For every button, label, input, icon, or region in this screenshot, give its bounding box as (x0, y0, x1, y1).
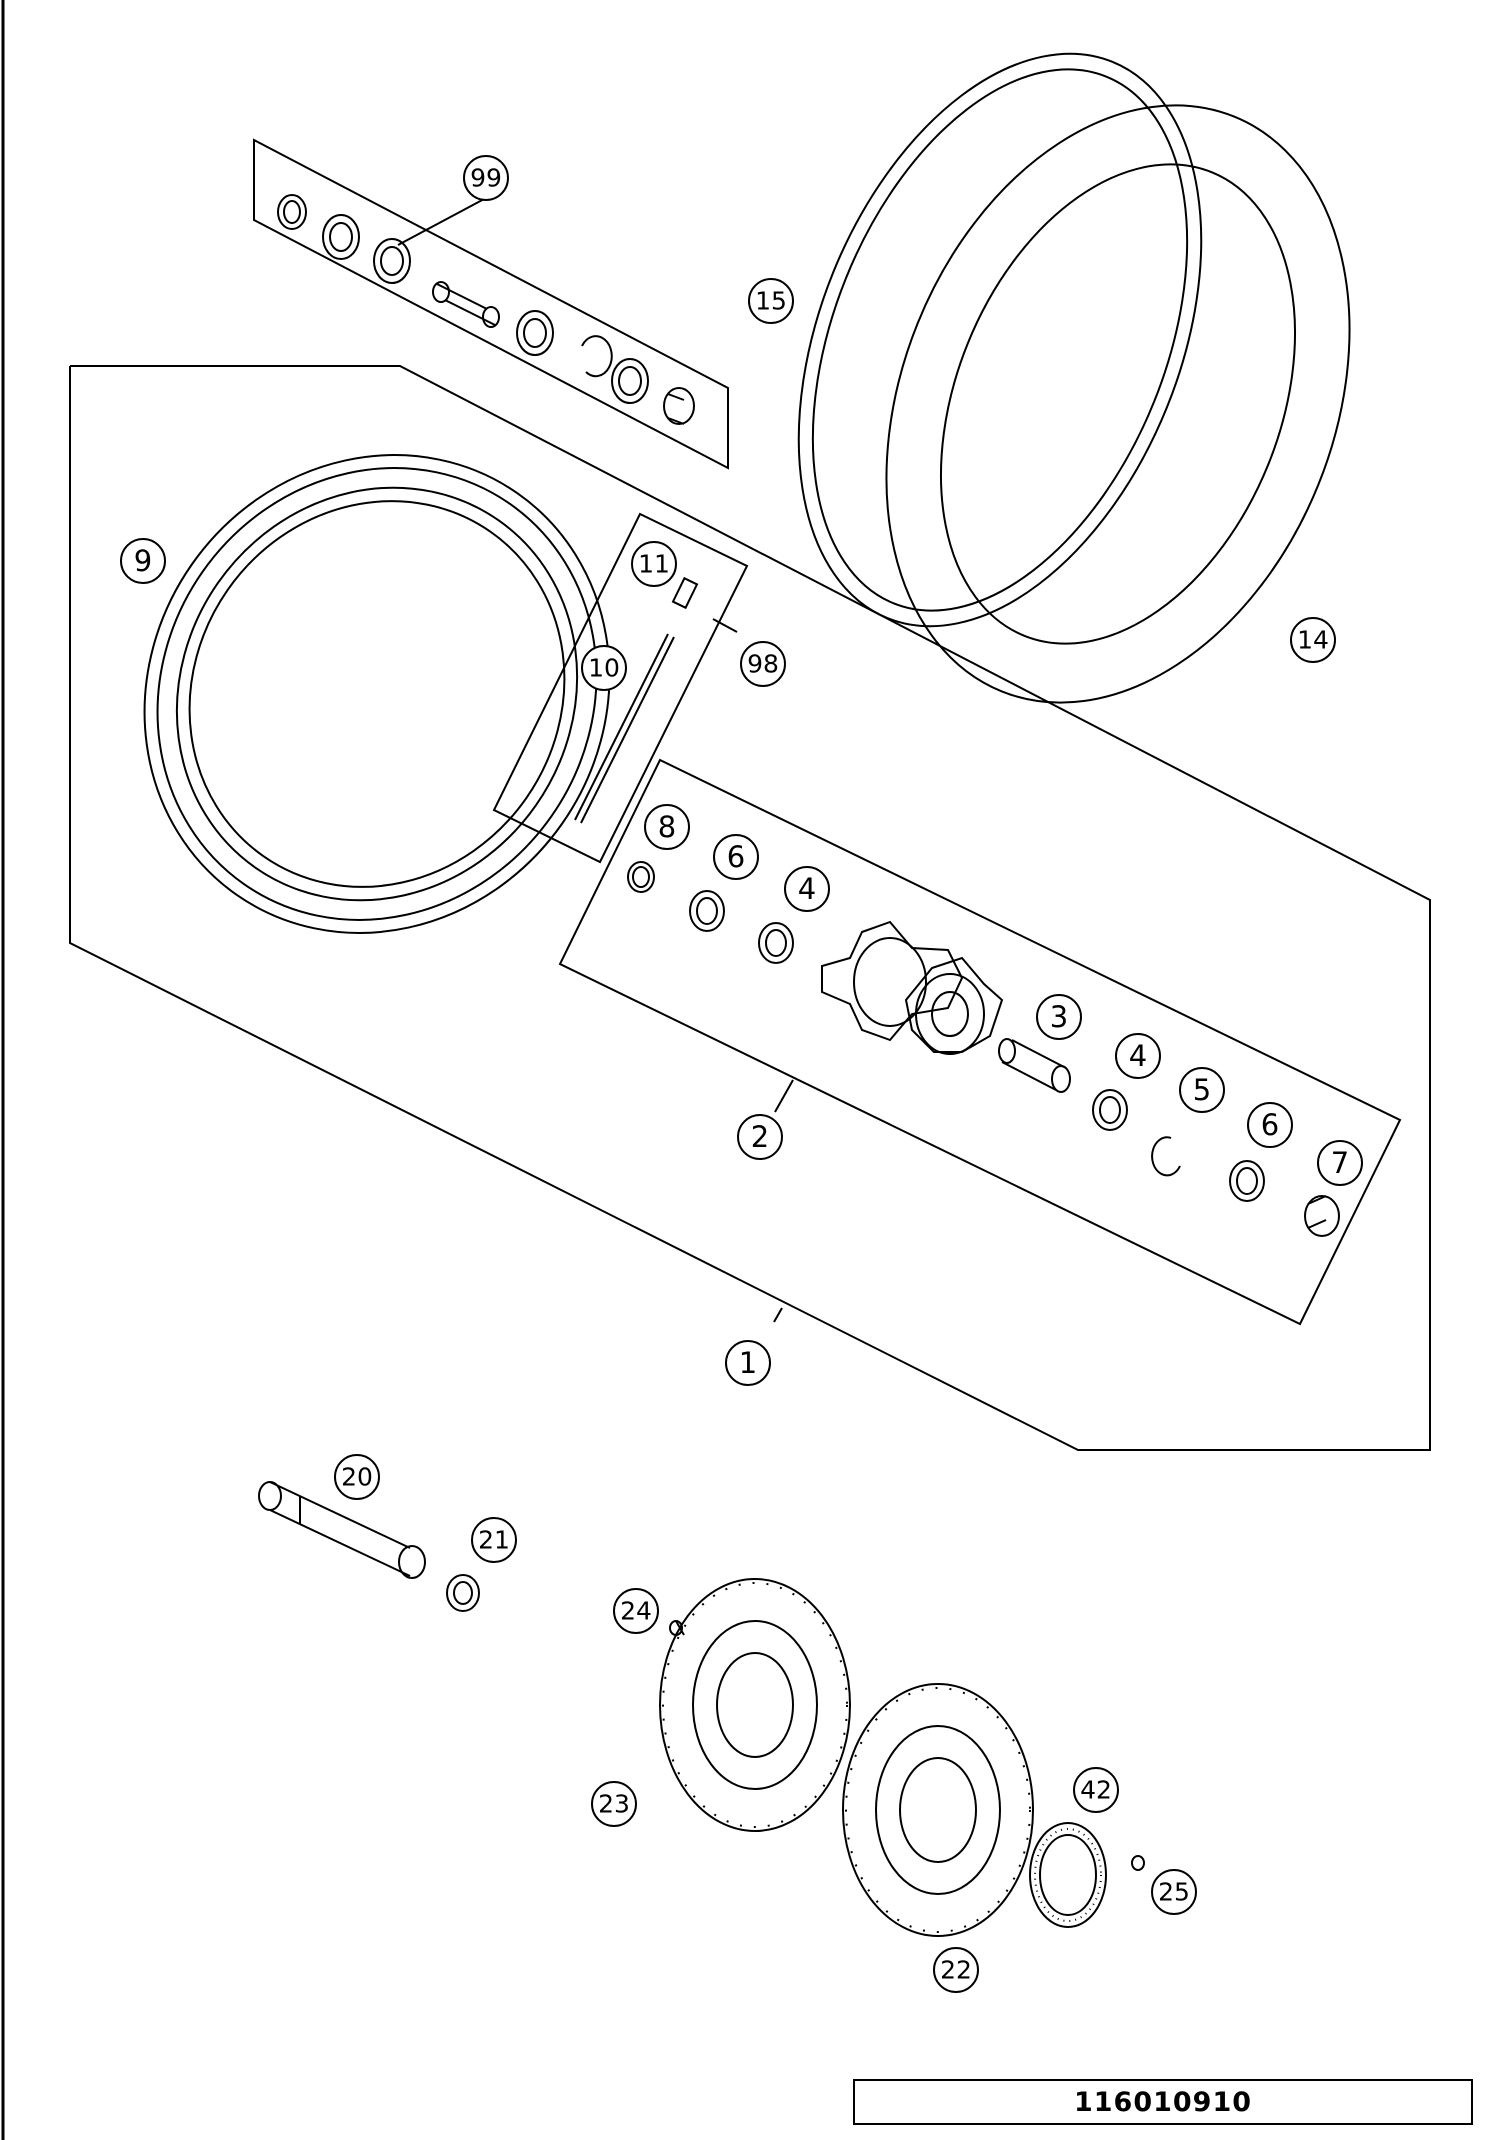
callout-6b-text: 6 (1261, 1108, 1279, 1142)
abs-ring-42 (1029, 1822, 1107, 1928)
callout-21-text: 21 (478, 1526, 510, 1555)
callout-5-text: 5 (1193, 1073, 1211, 1107)
callout-5 (1179, 1067, 1225, 1113)
callout-1 (725, 1340, 771, 1386)
callout-14 (1290, 617, 1336, 663)
callout-42-text: 42 (1080, 1776, 1112, 1805)
screw-25 (1131, 1855, 1145, 1871)
callout-2-text: 2 (751, 1120, 769, 1154)
callout-3 (1036, 994, 1082, 1040)
callout-98 (740, 641, 786, 687)
tire-14 (885, 104, 1351, 704)
assembly-1-panel (69, 365, 1431, 1451)
callout-99-text: 99 (470, 164, 502, 193)
kit-99-panel (253, 138, 729, 470)
callout-20 (334, 1454, 380, 1500)
callout-42 (1073, 1767, 1119, 1813)
callout-4a (784, 866, 830, 912)
callout-4b (1115, 1033, 1161, 1079)
callout-99 (463, 155, 509, 201)
callout-6a-text: 6 (727, 840, 745, 874)
callout-8 (644, 804, 690, 850)
leader-98 (712, 618, 738, 633)
callout-25 (1151, 1869, 1197, 1915)
leader-2 (774, 1079, 794, 1113)
callout-1-text: 1 (739, 1346, 757, 1380)
kit-99-parts (277, 194, 695, 425)
callout-6b (1247, 1102, 1293, 1148)
callout-4a-text: 4 (798, 872, 816, 906)
callout-22-text: 22 (940, 1956, 972, 1985)
callout-2 (737, 1114, 783, 1160)
callout-9-text: 9 (134, 544, 152, 578)
callout-11-text: 11 (638, 550, 670, 579)
callout-3-text: 3 (1050, 1000, 1068, 1034)
reference-number: 116010910 (1073, 2086, 1253, 2118)
callout-23-text: 23 (598, 1790, 630, 1819)
callout-25-text: 25 (1158, 1878, 1190, 1907)
brake-disc-23 (659, 1578, 851, 1832)
kit-98-panel (492, 512, 749, 864)
callout-98-text: 98 (747, 650, 779, 679)
callout-23 (591, 1781, 637, 1827)
leader-1 (773, 1307, 783, 1323)
tube-15 (797, 52, 1203, 628)
brake-disc-22 (842, 1683, 1034, 1937)
leader-99 (397, 197, 487, 246)
spoke-10 (574, 633, 669, 821)
reference-number-box: 116010910 (853, 2079, 1473, 2125)
callout-15-text: 15 (755, 287, 787, 316)
hub-kit-2-panel (558, 758, 1402, 1326)
callout-11 (631, 541, 677, 587)
callout-20-text: 20 (341, 1463, 373, 1492)
callout-9 (120, 538, 166, 584)
callout-21 (471, 1517, 517, 1563)
callout-10-text: 10 (588, 654, 620, 683)
rim-9 (143, 454, 611, 934)
axle-20 (258, 1481, 426, 1579)
nipple-11 (671, 576, 699, 610)
callout-8-text: 8 (658, 810, 676, 844)
callout-6a (713, 834, 759, 880)
hub-kit-2-parts (627, 861, 1340, 1237)
nut-21 (446, 1574, 480, 1612)
callout-10 (581, 645, 627, 691)
callout-7 (1317, 1140, 1363, 1186)
callout-24-text: 24 (620, 1597, 652, 1626)
callout-7-text: 7 (1331, 1146, 1349, 1180)
callout-24 (613, 1588, 659, 1634)
callout-14-text: 14 (1297, 626, 1329, 655)
callout-22 (933, 1947, 979, 1993)
callout-15 (748, 278, 794, 324)
callout-4b-text: 4 (1129, 1039, 1147, 1073)
